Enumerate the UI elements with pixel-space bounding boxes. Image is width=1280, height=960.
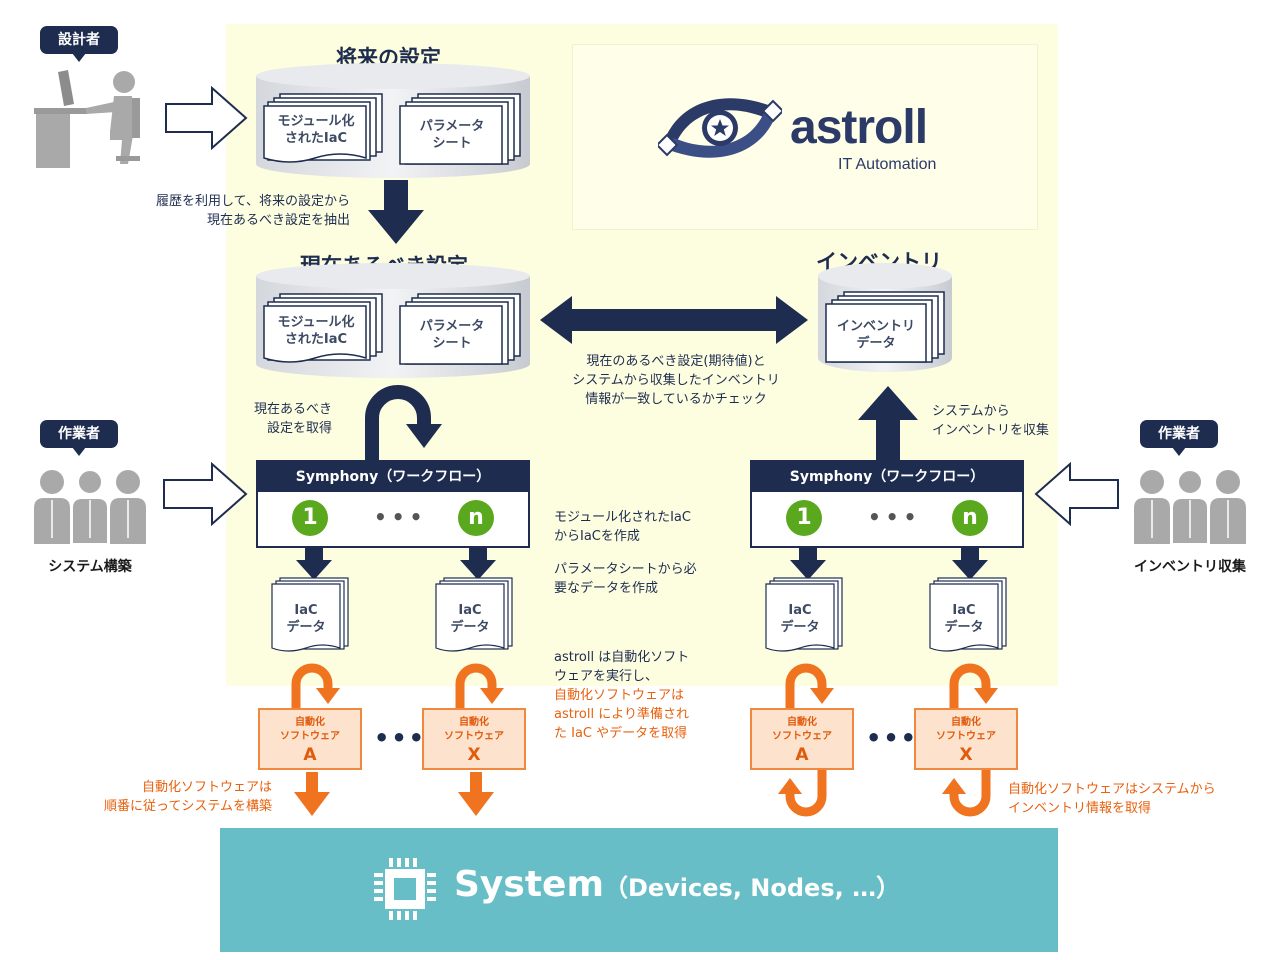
future-iac-doc-icon xyxy=(263,93,383,163)
iac-data-doc-4-icon xyxy=(929,577,1007,652)
designer-badge-pointer xyxy=(72,53,86,62)
symphony-right-down-arrow-1-icon xyxy=(790,546,826,580)
build-down-arrow-x-icon xyxy=(458,772,494,816)
get-current-loop-arrow-icon xyxy=(365,385,442,462)
worker-right-badge-pointer xyxy=(1172,447,1186,456)
worker-right-input-arrow-icon xyxy=(1034,462,1119,526)
extract-down-arrow-icon xyxy=(368,180,424,244)
system-subtitle: （Devices, Nodes, …） xyxy=(603,874,901,902)
iac-create-note: モジュール化されたIaC からIaCを作成 xyxy=(554,510,691,544)
symphony-right-down-arrow-2-icon xyxy=(952,546,988,580)
automation-x-right-box: 自動化 ソフトウェア X xyxy=(914,708,1018,770)
symphony-right-step-first: 1 xyxy=(786,500,822,536)
worker-left-badge: 作業者 xyxy=(40,420,118,448)
designer-badge: 設計者 xyxy=(40,26,118,54)
worker-right-badge: 作業者 xyxy=(1140,420,1218,448)
iac-data-doc-3-icon xyxy=(765,577,843,652)
get-inventory-note: 自動化ソフトウェアはシステムから インベントリ情報を取得 xyxy=(1008,782,1216,816)
automation-x-left-box: 自動化 ソフトウェア X xyxy=(422,708,526,770)
exec-note: astroll は自動化ソフト ウェアを実行し、 xyxy=(554,650,690,684)
collect-loop-arrow-a-icon xyxy=(778,770,827,817)
collect-note: システムから インベントリを収集 xyxy=(932,404,1050,438)
auto-x-left-loop-arrow-icon xyxy=(455,663,504,710)
auto-a-left-loop-arrow-icon xyxy=(291,663,340,710)
workers-group-left-icon xyxy=(34,469,146,545)
workers-group-right-icon xyxy=(1134,469,1246,545)
future-param-sheet-icon xyxy=(399,93,521,165)
worker-left-badge-pointer xyxy=(72,447,86,456)
worker-left-caption: システム構築 xyxy=(48,559,132,575)
current-iac-doc-icon xyxy=(263,293,383,363)
cpu-chip-icon xyxy=(374,858,436,920)
system-bar xyxy=(220,828,1058,952)
get-current-note: 現在あるべき 設定を取得 xyxy=(253,402,332,436)
logo-panel xyxy=(572,44,1038,230)
iac-data-doc-4-label: IaC データ xyxy=(944,603,984,635)
build-down-arrow-a-icon xyxy=(294,772,330,816)
exec-orange-note: 自動化ソフトウェアは astroll により準備され た IaC やデータを取得 xyxy=(554,688,689,741)
automation-a-right-box: 自動化 ソフトウェア A xyxy=(750,708,854,770)
system-title: System（Devices, Nodes, …） xyxy=(454,864,901,905)
auto-x-right-loop-arrow-icon xyxy=(949,663,998,710)
collect-loop-arrow-x-icon xyxy=(942,770,991,817)
designer-at-desk-icon xyxy=(34,70,140,168)
iac-data-doc-3-label: IaC データ xyxy=(780,603,820,635)
iac-data-doc-1-icon xyxy=(271,577,349,652)
compare-note: 現在のあるべき設定(期待値)と システムから収集したインベントリ 情報が一致して… xyxy=(572,354,780,407)
automation-left-dots: ••• xyxy=(374,724,427,752)
symphony-left-down-arrow-1-icon xyxy=(296,546,332,580)
future-iac-doc-label: モジュール化 されたIaC xyxy=(277,114,355,146)
current-param-sheet-label: パラメータ シート xyxy=(419,319,485,351)
current-iac-doc-label: モジュール化 されたIaC xyxy=(277,315,355,347)
iac-data-doc-2-icon xyxy=(435,577,513,652)
symphony-left-step-first: 1 xyxy=(292,500,328,536)
symphony-left-dots: ••• xyxy=(374,505,428,529)
designer-input-arrow-icon xyxy=(165,86,248,150)
iac-data-doc-1-label: IaC データ xyxy=(286,603,326,635)
iac-data-doc-2-label: IaC データ xyxy=(450,603,490,635)
symphony-left-down-arrow-2-icon xyxy=(460,546,496,580)
future-param-sheet-label: パラメータ シート xyxy=(419,119,485,151)
build-note: 自動化ソフトウェアは 順番に従ってシステムを構築 xyxy=(104,780,272,814)
worker-right-caption: インベントリ収集 xyxy=(1134,559,1246,575)
symphony-right-title: Symphony（ワークフロー） xyxy=(752,462,1022,492)
worker-left-input-arrow-icon xyxy=(163,462,248,526)
symphony-right-dots: ••• xyxy=(868,505,922,529)
automation-right-dots: ••• xyxy=(866,724,919,752)
auto-a-right-loop-arrow-icon xyxy=(785,663,834,710)
logo-name: astroll xyxy=(790,101,928,154)
symphony-left-step-last: n xyxy=(458,500,494,536)
current-param-sheet-icon xyxy=(399,293,521,365)
automation-a-left-box: 自動化 ソフトウェア A xyxy=(258,708,362,770)
symphony-left-title: Symphony（ワークフロー） xyxy=(258,462,528,492)
param-create-note: パラメータシートから必 要なデータを作成 xyxy=(554,562,697,596)
collect-up-arrow-icon xyxy=(858,386,918,460)
symphony-right-step-last: n xyxy=(952,500,988,536)
history-note: 履歴を利用して、将来の設定から 現在あるべき設定を抽出 xyxy=(156,194,350,228)
logo-subtitle: IT Automation xyxy=(838,156,937,173)
inventory-data-label: インベントリ データ xyxy=(836,319,915,351)
inventory-data-icon xyxy=(825,291,945,363)
compare-double-arrow-icon xyxy=(540,296,808,344)
astroll-logo-icon xyxy=(658,98,782,158)
